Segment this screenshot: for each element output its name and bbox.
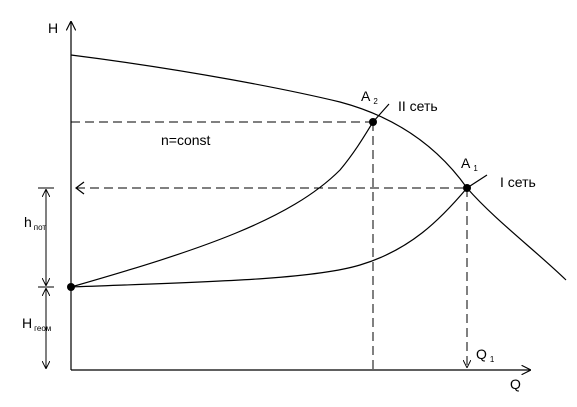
operating-point-a1: [463, 184, 471, 192]
network-1-label: I сеть: [500, 174, 536, 190]
pump-curve: [70, 54, 567, 281]
static-head-point: [67, 283, 75, 291]
network-curve-2: [70, 103, 390, 288]
network-2-label: II сеть: [398, 98, 438, 114]
operating-point-a2: [369, 118, 377, 126]
arrow-a1-to-axis: [75, 181, 85, 195]
x-axis-label: Q: [510, 376, 521, 392]
network-curve-1: [70, 174, 488, 288]
pump-curve-label: n=const: [161, 132, 211, 148]
y-axis-label: H: [48, 20, 58, 36]
